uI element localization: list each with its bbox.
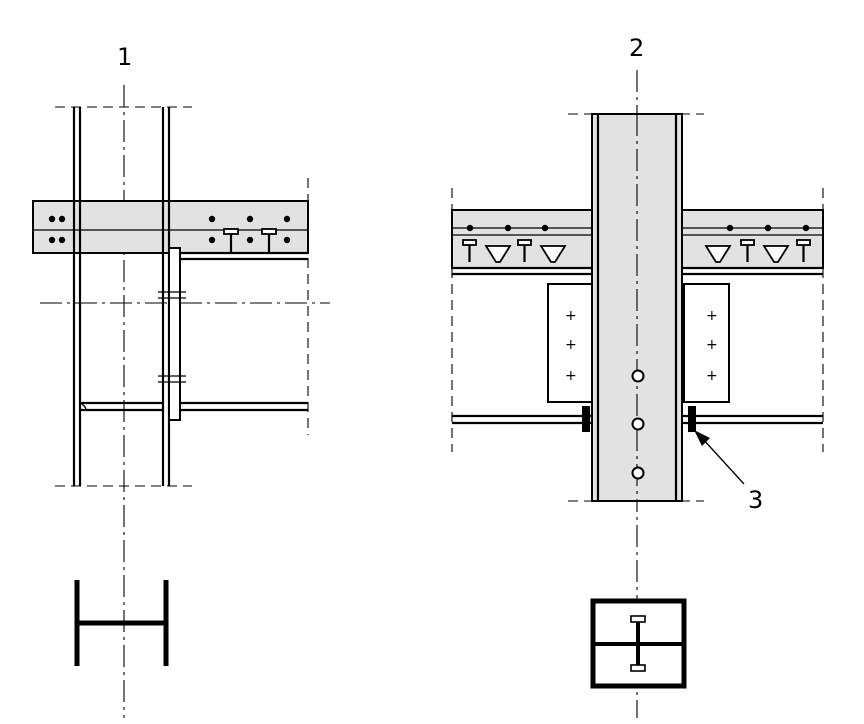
detail-2-fin-plate-left: [547, 283, 595, 403]
detail-1-end-plate: [168, 247, 181, 421]
detail-2-fin-plate-right: [683, 283, 730, 403]
svg-text:+: +: [706, 368, 718, 384]
detail-1-rebar-dots: [48, 215, 291, 244]
detail-2-elevation: + + + + + +: [451, 70, 824, 718]
detail-1-bolts: [158, 291, 186, 383]
svg-text:+: +: [565, 308, 577, 324]
detail-2-column-bolts: [631, 369, 645, 480]
detail-2-fin-plate-bolts: + + + + + +: [565, 308, 718, 384]
detail-1-stiffener-fillet: [79, 402, 87, 411]
svg-text:+: +: [565, 368, 577, 384]
detail-2-rebar-dots: [466, 224, 810, 232]
svg-text:+: +: [565, 337, 577, 353]
detail-2-weld-right: [688, 406, 696, 432]
detail-2-deck-right: [704, 239, 811, 263]
detail-2-callout-3-leader: [701, 437, 745, 485]
detail-1-shear-studs: [223, 228, 277, 253]
svg-text:+: +: [706, 308, 718, 324]
callout-3-label: 3: [748, 486, 763, 514]
detail-1-elevation: [32, 85, 330, 718]
detail-1-label: 1: [117, 43, 132, 71]
detail-1-h-section: [74, 580, 169, 666]
svg-text:+: +: [706, 337, 718, 353]
detail-2-deck-left: [462, 239, 567, 263]
detail-2-weld-left: [582, 406, 590, 432]
detail-2-callout-3-arrowhead: [694, 430, 710, 446]
detail-2-column-section: [590, 598, 687, 689]
detail-2-label: 2: [629, 34, 644, 62]
